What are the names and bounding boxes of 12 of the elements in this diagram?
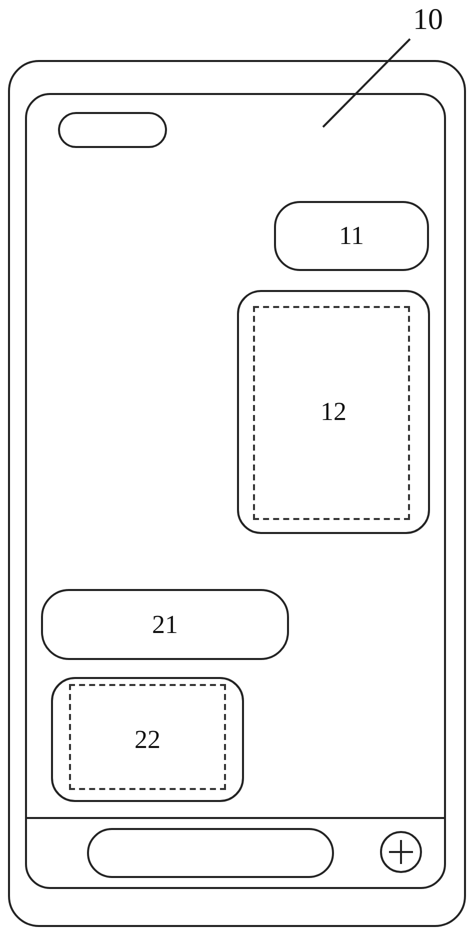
callout-number: 22 (134, 724, 160, 754)
media-bubble (237, 290, 430, 534)
status-pill (58, 112, 167, 148)
media-bubble (51, 677, 244, 802)
callout-number: 10 (413, 3, 443, 37)
phone-screen (25, 93, 446, 889)
message-bubble (274, 201, 429, 271)
callout-number: 21 (152, 610, 178, 640)
message-bubble (41, 589, 289, 660)
callout-number: 11 (338, 221, 364, 251)
leader-line (322, 38, 411, 128)
callout-number: 12 (320, 397, 346, 427)
